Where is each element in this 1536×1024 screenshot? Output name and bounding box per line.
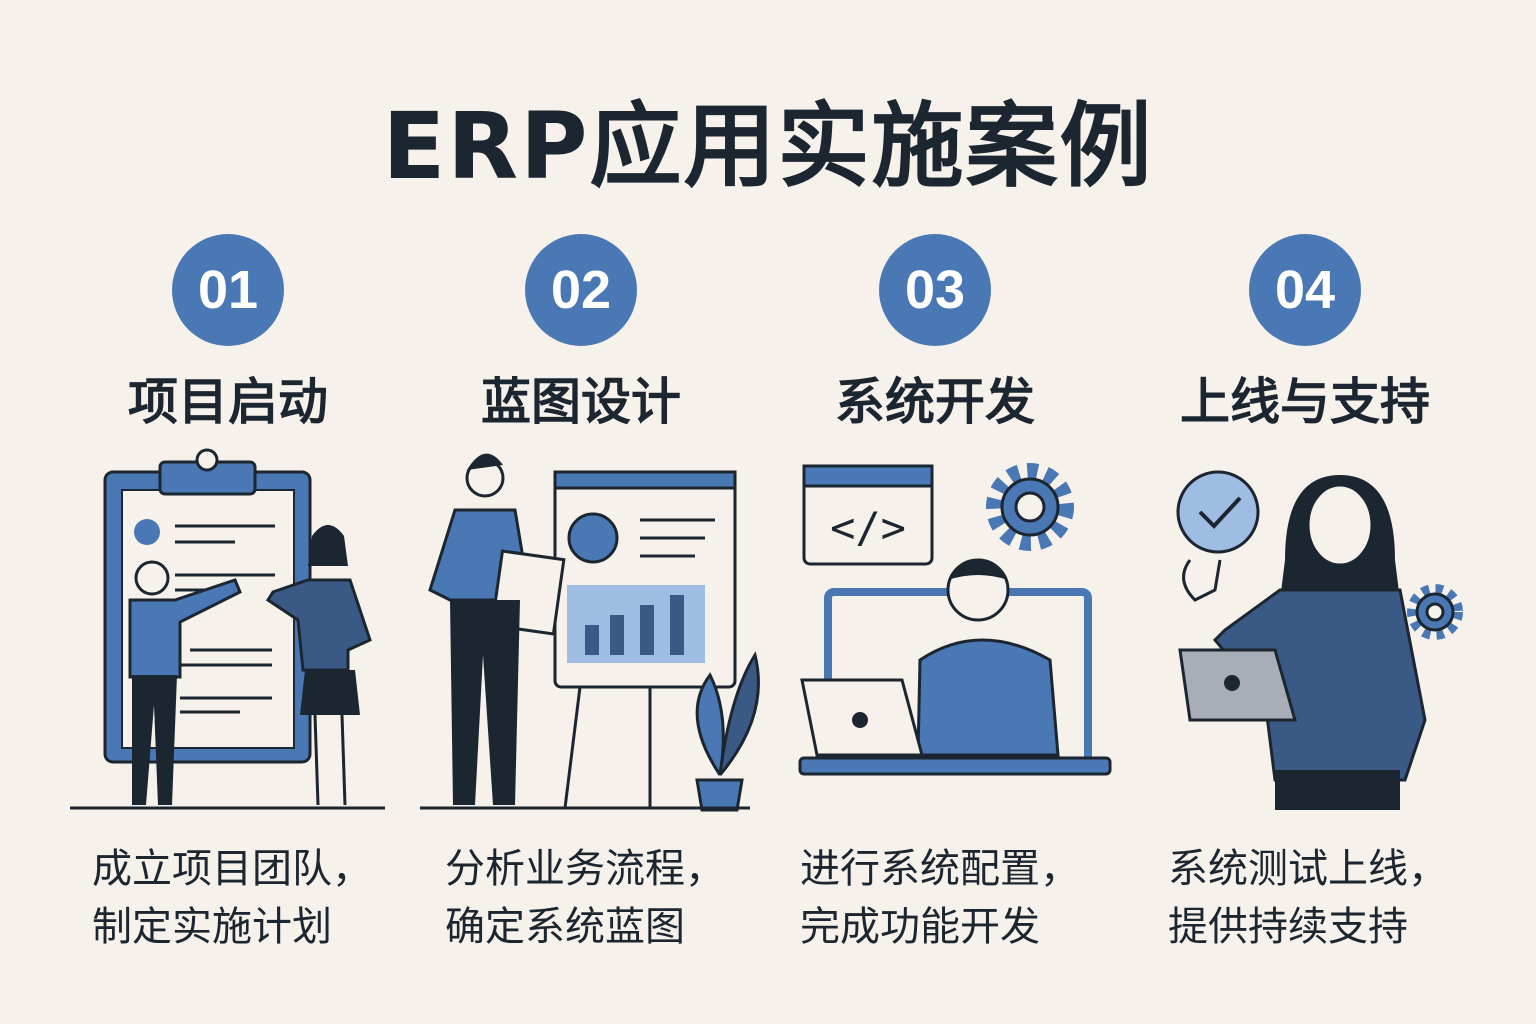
step-number-badge: 01	[172, 234, 284, 346]
clipboard-team-icon	[70, 448, 385, 810]
step-title: 项目启动	[128, 373, 328, 431]
desc-line: 分析业务流程，	[445, 846, 725, 892]
step-description: 系统测试上线， 提供持续支持	[1168, 840, 1528, 956]
page-title: ERP应用实施案例	[382, 93, 1154, 200]
step-description: 分析业务流程， 确定系统蓝图	[445, 840, 805, 956]
step-2: 02 蓝图设计	[401, 234, 761, 434]
step-1: 01 项目启动	[48, 234, 408, 434]
developer-laptop-icon: </>	[798, 463, 1112, 776]
support-check-icon	[1176, 470, 1463, 810]
desc-line: 系统测试上线，	[1168, 846, 1448, 892]
step-title: 蓝图设计	[481, 373, 681, 431]
desc-line: 完成功能开发	[800, 904, 1040, 950]
svg-text:</>: </>	[830, 503, 906, 552]
desc-line: 成立项目团队，	[92, 846, 372, 892]
step-title: 上线与支持	[1180, 373, 1430, 431]
step-number-badge: 03	[879, 234, 991, 346]
desc-line: 提供持续支持	[1168, 904, 1408, 950]
step-description: 成立项目团队， 制定实施计划	[92, 840, 452, 956]
desc-line: 制定实施计划	[92, 904, 332, 950]
desc-line: 进行系统配置，	[800, 846, 1080, 892]
step-description: 进行系统配置， 完成功能开发	[800, 840, 1160, 956]
step-number-badge: 04	[1249, 234, 1361, 346]
desc-line: 确定系统蓝图	[445, 904, 685, 950]
step-title: 系统开发	[835, 373, 1035, 431]
step-4: 04 上线与支持	[1125, 234, 1485, 434]
presentation-board-icon	[420, 453, 760, 812]
step-number-badge: 02	[525, 234, 637, 346]
step-3: 03 系统开发	[755, 234, 1115, 434]
